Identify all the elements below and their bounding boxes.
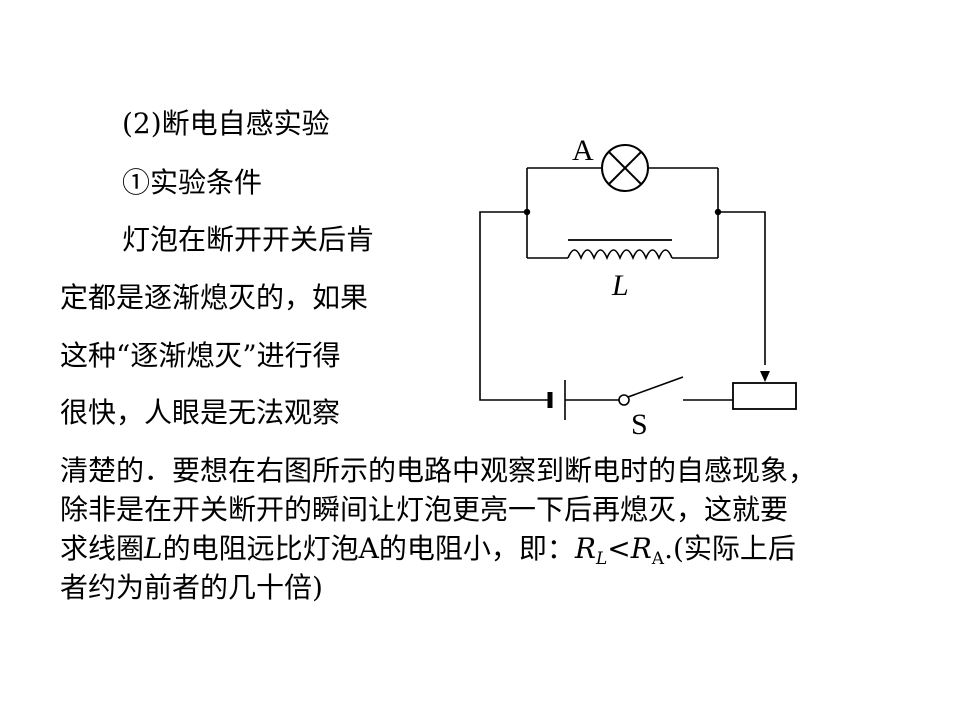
- lamp-label: A: [572, 134, 594, 167]
- coil-symbol: L: [144, 532, 163, 565]
- battery-icon: [547, 380, 566, 420]
- paragraph-line-6: 除非是在开关断开的瞬间让灯泡更亮一下后再熄灭，这就要: [60, 493, 789, 526]
- resistance-symbol-lamp: R: [630, 532, 652, 565]
- junction-dots: [523, 208, 722, 216]
- text-segment: 求线圈: [60, 532, 145, 565]
- paragraph-line-8: 者约为前者的几十倍): [60, 571, 323, 604]
- less-than-symbol: <: [607, 532, 631, 565]
- subscript-lamp: A: [651, 549, 665, 569]
- paragraph-line-5: 清楚的．要想在右图所示的电路中观察到断电时的自感现象，: [60, 454, 817, 487]
- paragraph-line-7: 求线圈L的电阻远比灯泡A的电阻小，即：RL<RA.(实际上后: [60, 531, 796, 569]
- rheostat-icon: [732, 371, 797, 410]
- wire-right-down: [718, 211, 766, 365]
- wire-outer-loop: [479, 211, 549, 401]
- text-segment: .(实际上后: [664, 532, 796, 565]
- text-segment: 的电阻远比灯泡A的电阻小，即：: [162, 532, 575, 565]
- lamp-icon: [601, 144, 649, 192]
- section-subheading: ①实验条件: [122, 166, 263, 199]
- resistance-symbol-coil: R: [574, 532, 596, 565]
- section-heading: (2)断电自感实验: [122, 107, 330, 140]
- subscript-coil: L: [595, 549, 608, 569]
- inductor-icon: [567, 239, 673, 261]
- paragraph-line-3: 这种“逐渐熄灭”进行得: [60, 339, 341, 372]
- switch-label: S: [631, 408, 648, 441]
- paragraph-line-2: 定都是逐渐熄灭的，如果: [60, 281, 369, 314]
- paragraph-line-4: 很快，人眼是无法观察: [60, 396, 341, 429]
- paragraph-line-1: 灯泡在断开开关后肯: [122, 223, 375, 256]
- switch-icon: [618, 376, 684, 406]
- inductor-label: L: [611, 269, 629, 302]
